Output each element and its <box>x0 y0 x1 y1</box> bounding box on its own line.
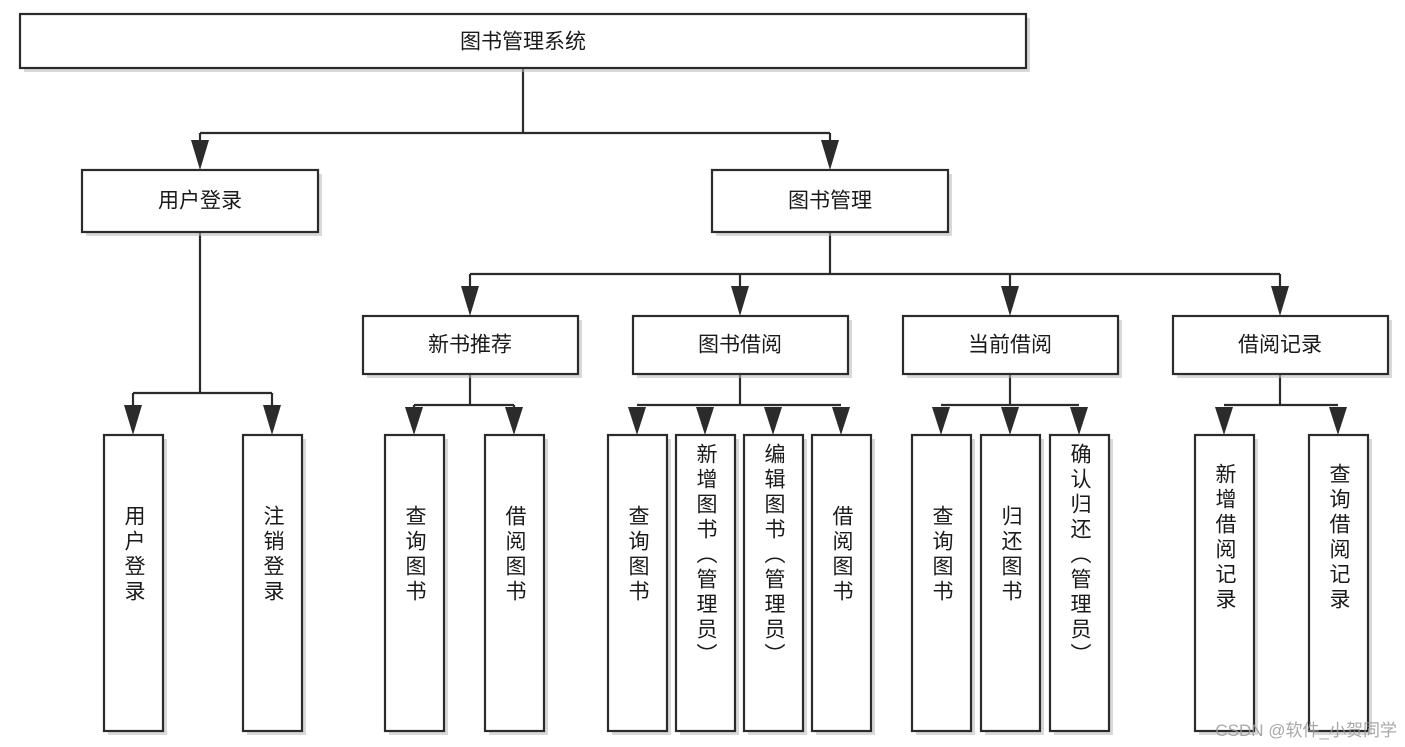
new-book-recommend-box[interactable] <box>361 314 580 376</box>
leaf-return-book-box[interactable] <box>979 433 1042 733</box>
arrow-to-leaf-borrow-book-2 <box>832 407 850 435</box>
arrow-to-leaf-logout-login <box>263 405 281 435</box>
book-management-label: 图书管理 <box>788 190 872 213</box>
arrow-to-leaf-add-record <box>1215 407 1233 435</box>
leaf-query-book-1-box[interactable] <box>383 433 446 733</box>
leaf-query-record-box[interactable] <box>1307 433 1370 733</box>
book-borrow-label: 图书借阅 <box>698 334 782 357</box>
book-management-box[interactable] <box>710 168 950 234</box>
new-book-recommend-label: 新书推荐 <box>428 334 512 357</box>
user-login-box[interactable] <box>80 168 320 234</box>
arrow-to-book-management <box>821 140 839 170</box>
book-borrow-box[interactable] <box>631 314 850 376</box>
arrow-to-leaf-edit-book <box>764 407 782 435</box>
leaf-user-login-box[interactable] <box>102 433 165 733</box>
arrow-to-leaf-query-book-2 <box>628 407 646 435</box>
arrow-to-borrow-record <box>1271 286 1289 316</box>
leaf-borrow-book-1-box[interactable] <box>483 433 546 733</box>
arrow-to-current-borrow <box>1001 286 1019 316</box>
arrow-to-leaf-query-book-1 <box>405 407 423 435</box>
arrow-to-leaf-borrow-book-1 <box>505 407 523 435</box>
current-borrow-box[interactable] <box>901 314 1120 376</box>
root-node-box[interactable] <box>18 12 1028 70</box>
arrow-to-book-borrow <box>731 286 749 316</box>
arrow-to-leaf-confirm-return <box>1070 407 1088 435</box>
arrow-to-new-book-recommend <box>461 286 479 316</box>
arrow-to-leaf-user-login <box>124 405 142 435</box>
leaf-query-book-2-box[interactable] <box>606 433 669 733</box>
leaf-add-book-box[interactable] <box>674 433 737 733</box>
leaf-edit-book-box[interactable] <box>742 433 805 733</box>
connector-layer <box>124 68 1347 435</box>
arrow-to-leaf-query-record <box>1329 407 1347 435</box>
leaf-confirm-return-box[interactable] <box>1048 433 1111 733</box>
leaf-borrow-book-2-box[interactable] <box>810 433 873 733</box>
borrow-record-label: 借阅记录 <box>1238 334 1322 357</box>
root-node-label: 图书管理系统 <box>460 31 586 54</box>
node-layer: 图书管理系统 用户登录 图书管理 新书推荐 图书借阅 当前借阅 借阅记录 <box>18 12 1392 735</box>
arrow-to-leaf-add-book <box>696 407 714 435</box>
borrow-record-box[interactable] <box>1171 314 1390 376</box>
leaf-add-record-box[interactable] <box>1193 433 1256 733</box>
leaf-logout-login-box[interactable] <box>241 433 304 733</box>
user-login-label: 用户登录 <box>158 190 242 213</box>
arrow-to-user-login <box>191 140 209 170</box>
current-borrow-label: 当前借阅 <box>968 334 1052 357</box>
leaf-query-book-3-box[interactable] <box>910 433 973 733</box>
arrow-to-leaf-query-book-3 <box>932 407 950 435</box>
arrow-to-leaf-return-book <box>1001 407 1019 435</box>
